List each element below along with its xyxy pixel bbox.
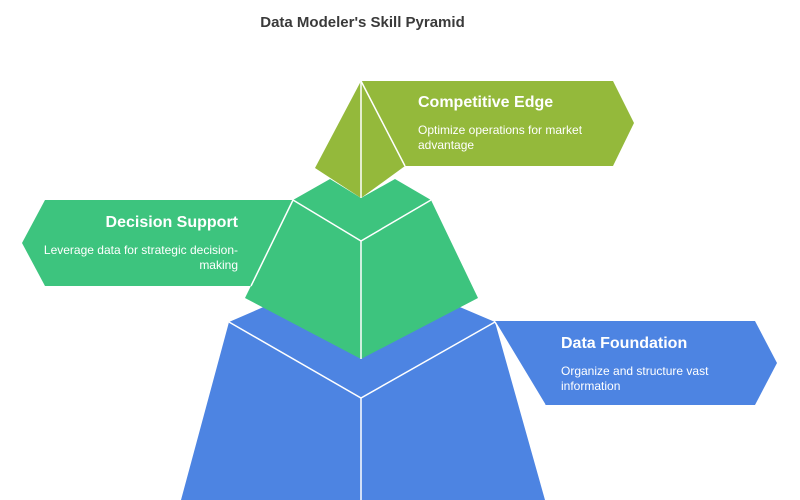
diagram-title: Data Modeler's Skill Pyramid bbox=[260, 14, 465, 31]
decision-support-heading: Decision Support bbox=[105, 214, 238, 231]
competitive-tier-left-face bbox=[315, 81, 361, 198]
competitive-tier-right-face bbox=[361, 81, 405, 198]
foundation-banner-edge bbox=[494, 321, 546, 406]
decision-arrow-banner bbox=[22, 200, 293, 286]
foundation-tier-left-face bbox=[181, 322, 361, 500]
decision-banner-edge bbox=[250, 199, 294, 287]
foundation-arrow-banner bbox=[495, 321, 777, 405]
competitive-edge-heading: Competitive Edge bbox=[418, 94, 554, 111]
foundation-tier-right-face bbox=[361, 322, 545, 500]
data-foundation-label: Data Foundation Organize and structure v… bbox=[561, 334, 761, 394]
competitive-arrow-banner bbox=[361, 81, 634, 166]
competitive-edge-label: Competitive Edge Optimize operations for… bbox=[418, 93, 618, 153]
decision-tier-top bbox=[293, 179, 431, 241]
competitive-edge-description: Optimize operations for market advantage bbox=[418, 123, 583, 152]
data-foundation-heading: Data Foundation bbox=[561, 335, 688, 352]
data-foundation-description: Organize and structure vast information bbox=[561, 364, 709, 393]
foundation-tier-top bbox=[229, 302, 495, 398]
competitive-banner-edge bbox=[360, 80, 406, 167]
decision-tier-right-face bbox=[361, 200, 478, 359]
decision-support-description: Leverage data for strategic decision-mak… bbox=[43, 243, 238, 272]
decision-support-label: Decision Support Leverage data for strat… bbox=[38, 213, 238, 273]
